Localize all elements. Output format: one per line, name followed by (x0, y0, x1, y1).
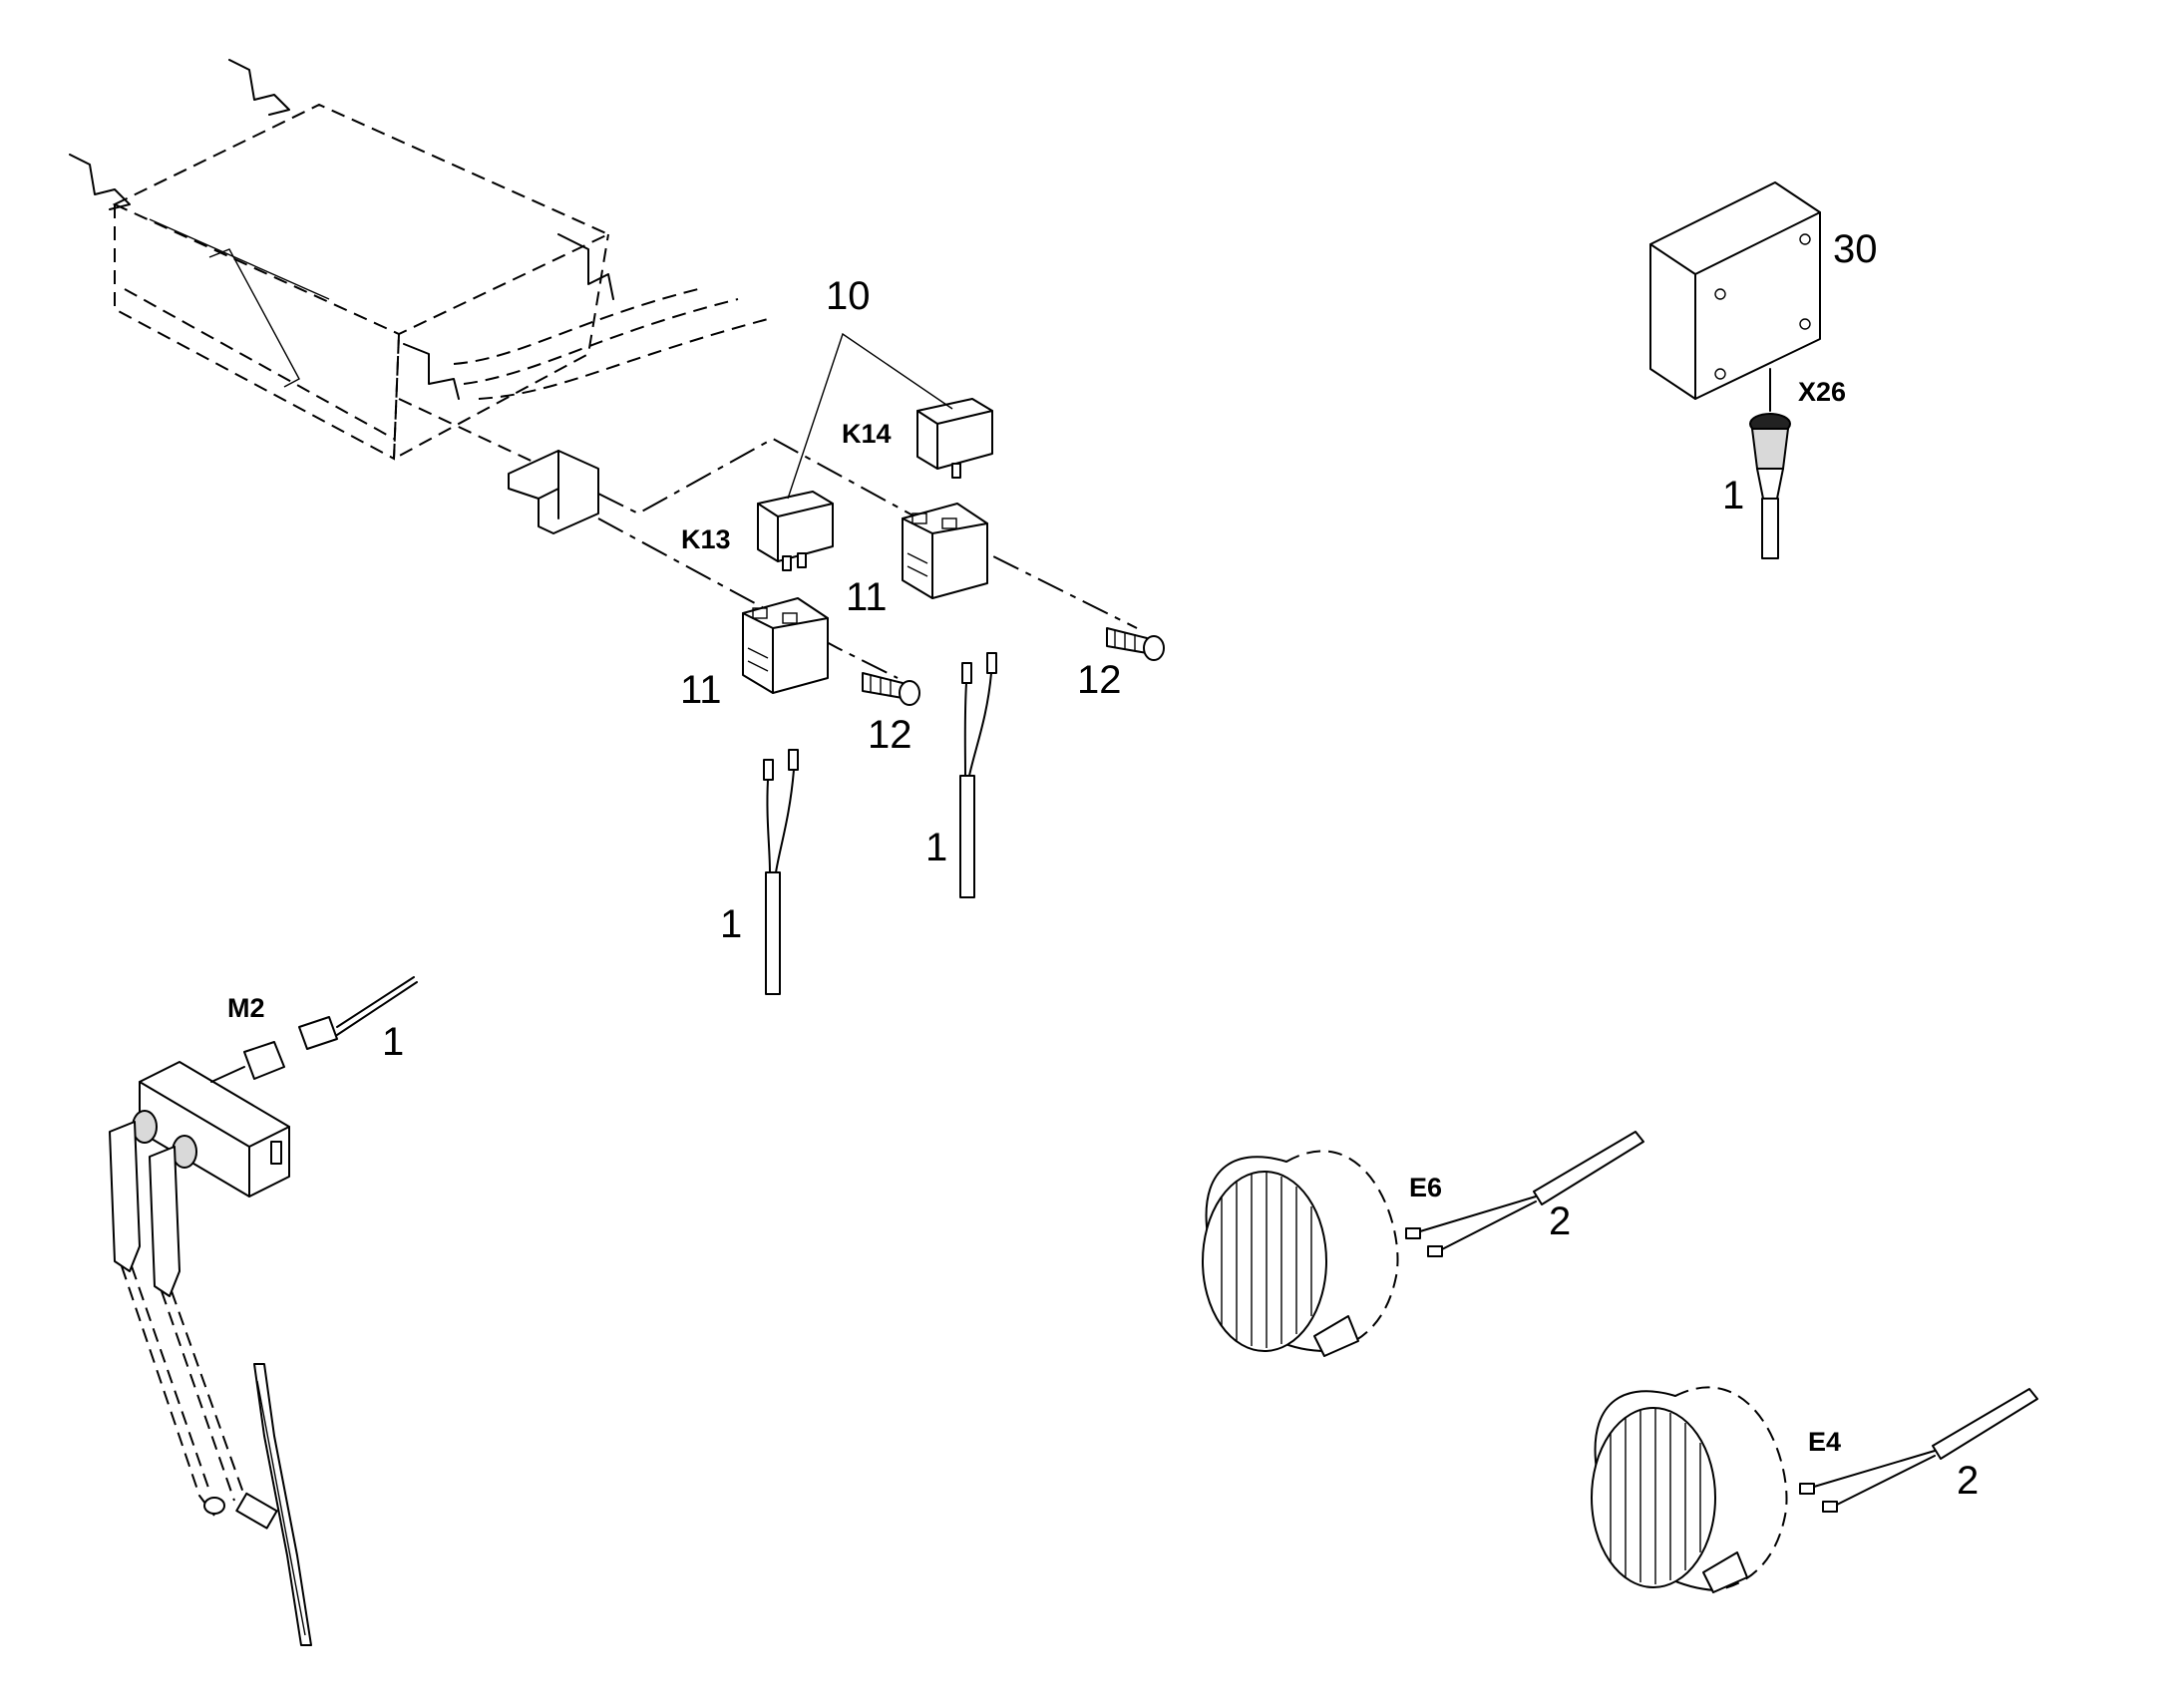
wiper-arm-assembly (109, 1121, 312, 1646)
ref-10-label: 10 (826, 274, 871, 318)
work-lamp-e4 (1591, 1386, 1788, 1593)
ref-12-lower-label: 12 (868, 713, 912, 757)
relay-k14 (916, 398, 993, 479)
ref-1-x26-label: 1 (1722, 474, 1744, 517)
wiper-motor-m2 (132, 976, 418, 1197)
ref-30-label: 30 (1833, 227, 1878, 271)
connector-x26 (1749, 413, 1791, 559)
screw-lower (862, 672, 920, 706)
ref-11-lower-label: 11 (680, 668, 722, 712)
k13-label: K13 (681, 524, 731, 554)
junction-box (1649, 181, 1821, 412)
control-box-housing (69, 59, 769, 475)
relay-k13 (757, 491, 834, 571)
relay-socket-lower (742, 597, 829, 694)
m2-label: M2 (227, 993, 265, 1023)
relay-cable-right (959, 652, 997, 898)
x26-label: X26 (1798, 377, 1846, 407)
k14-label: K14 (842, 419, 892, 449)
ref-12-upper-label: 12 (1077, 658, 1122, 702)
e4-label: E4 (1808, 1427, 1841, 1457)
e6-label: E6 (1409, 1173, 1442, 1202)
ref-2-e4-label: 2 (1957, 1459, 1979, 1503)
ref-1-center-label: 1 (720, 902, 742, 946)
ref-2-e6-label: 2 (1549, 1199, 1571, 1243)
ref-1-m2-label: 1 (382, 1020, 404, 1064)
ref-11-upper-label: 11 (846, 575, 888, 619)
relay-socket-upper (902, 503, 988, 599)
mounting-bracket (508, 450, 599, 534)
lamp-cable-e6 (1405, 1131, 1644, 1257)
screw-upper (1106, 627, 1165, 661)
ref-1-right-cable-label: 1 (925, 826, 947, 869)
lamp-cable-e4 (1799, 1388, 2038, 1513)
relay-cable-center (763, 749, 799, 995)
work-lamp-e6 (1202, 1150, 1399, 1357)
